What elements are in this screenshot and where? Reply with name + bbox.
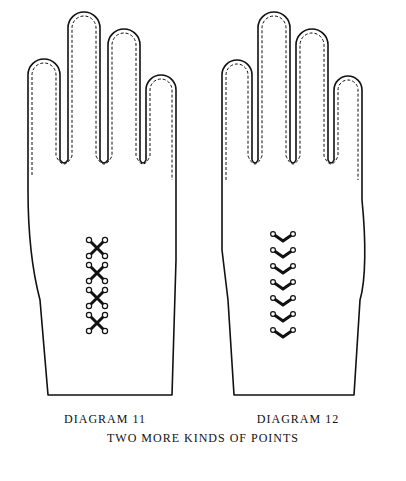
point-holes (271, 232, 296, 333)
diagram-label: DIAGRAM 12 (257, 412, 339, 427)
chevron-points (273, 234, 293, 337)
glove-outline (222, 12, 365, 395)
stitching (32, 16, 172, 180)
cross-points (89, 240, 105, 331)
stitching (226, 16, 358, 180)
glove-outline (28, 12, 176, 395)
point-holes (86, 237, 107, 333)
caption: TWO MORE KINDS OF POINTS (107, 431, 299, 446)
diagram-label: DIAGRAM 11 (64, 412, 146, 427)
